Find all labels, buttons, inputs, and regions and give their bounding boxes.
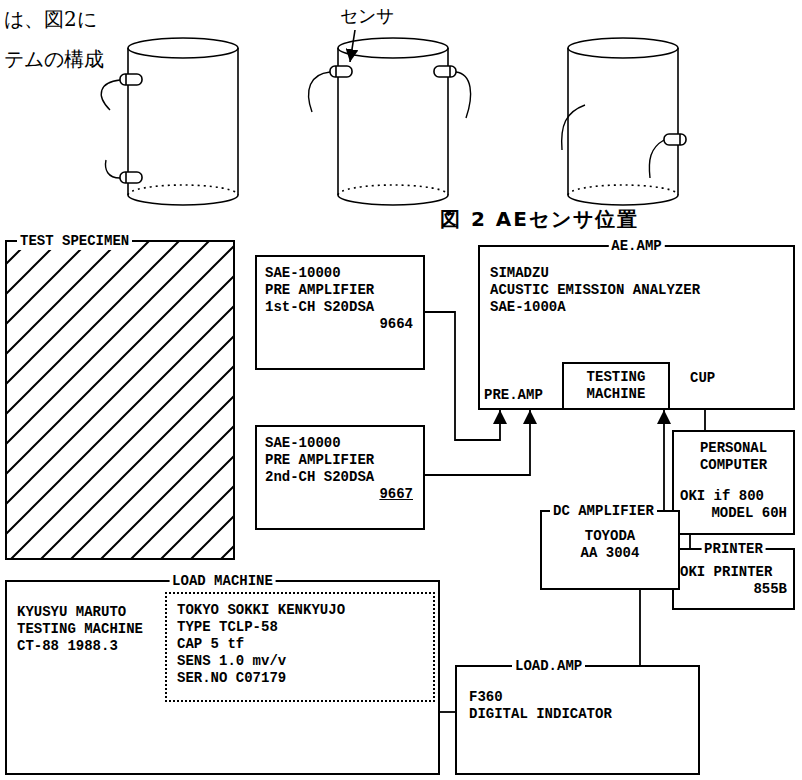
specimen-box: TEST SPECIMEN <box>5 240 235 560</box>
box-text: SER.NO C07179 <box>177 670 425 687</box>
box-text: 9667 <box>265 486 413 503</box>
box-text: 2nd-CH S20DSA <box>265 469 413 486</box>
connector-arrow <box>663 410 665 510</box>
load-cell-box: TOKYO SOKKI KENKYUJOTYPE TCLP-58CAP 5 tf… <box>165 592 435 702</box>
sensor-pointer <box>350 30 355 62</box>
box-text: TESTING MACHINE <box>570 369 662 403</box>
computer-box: PERSONAL COMPUTER OKI if 800MODEL 60H <box>672 430 795 535</box>
sensor-label: センサ <box>340 4 394 28</box>
box-text: ACUSTIC EMISSION ANALYZER <box>490 282 783 299</box>
preamp-box: SAE-10000PRE AMPLIFIER1st-CH S20DSA9664 <box>255 255 425 370</box>
connector-arrow <box>425 410 530 475</box>
box-text: TYPE TCLP-58 <box>177 619 425 636</box>
box-text: AA 3004 <box>550 545 670 562</box>
connector-line <box>689 535 691 548</box>
box-text: DIGITAL INDICATOR <box>469 706 690 723</box>
box-text: PRE AMPLIFIER <box>265 282 413 299</box>
box-text: SAE-10000 <box>265 265 413 282</box>
connector-line <box>440 711 455 713</box>
port-label: CUP <box>690 370 715 386</box>
box-heading: AE.AMP <box>608 237 664 255</box>
amplifier-box: DC AMPLIFIERTOYODAAA 3004 <box>540 510 680 590</box>
sensor-wires <box>101 72 664 178</box>
box-heading: DC AMPLIFIER <box>550 502 657 520</box>
port-label: PRE.AMP <box>484 387 543 403</box>
box-heading: LOAD MACHINE <box>169 572 276 590</box>
preamp-box: SAE-10000PRE AMPLIFIER2nd-CH S20DSA9667 <box>255 425 425 530</box>
box-text: OKI PRINTER <box>680 564 787 581</box>
box-text: CAP 5 tf <box>177 636 425 653</box>
connector-line <box>639 590 641 665</box>
hatching <box>7 242 233 558</box>
box-text: MODEL 60H <box>680 505 787 522</box>
cylinders <box>128 38 678 205</box>
box-text: PRE AMPLIFIER <box>265 452 413 469</box>
box-heading: TEST SPECIMEN <box>17 232 132 250</box>
figure-caption: 図 2 AEセンサ位置 <box>440 206 639 233</box>
box-text: TOYODA <box>550 528 670 545</box>
box-heading: LOAD.AMP <box>512 657 585 675</box>
analyzer-box: AE.AMPSIMADZUACUSTIC EMISSION ANALYZERSA… <box>478 245 795 410</box>
body-text: テムの構成 <box>4 46 104 73</box>
load-machine-box: LOAD MACHINEKYUSYU MARUTOTESTING MACHINE… <box>5 580 440 775</box>
box-text: SAE-1000A <box>490 299 783 316</box>
box-text: 1st-CH S20DSA <box>265 299 413 316</box>
box-text: 855B <box>680 581 787 598</box>
box-text: TOKYO SOKKI KENKYUJO <box>177 602 425 619</box>
indicator-box: LOAD.AMPF360DIGITAL INDICATOR <box>455 665 700 775</box>
box-text: SENS 1.0 mv/v <box>177 653 425 670</box>
box-text: PERSONAL COMPUTER <box>680 440 787 474</box>
body-text: は、図2に <box>4 6 97 33</box>
connector-line <box>704 410 706 430</box>
box-heading: PRINTER <box>701 540 766 558</box>
box-text: SIMADZU <box>490 265 783 282</box>
printer-box: PRINTEROKI PRINTER855B <box>672 548 795 610</box>
box-text: SAE-10000 <box>265 435 413 452</box>
box-text: 9664 <box>265 316 413 333</box>
ae-sensors <box>120 66 686 183</box>
port-box: TESTING MACHINE <box>562 362 670 410</box>
box-text: OKI if 800 <box>680 488 787 505</box>
box-text: F360 <box>469 689 690 706</box>
